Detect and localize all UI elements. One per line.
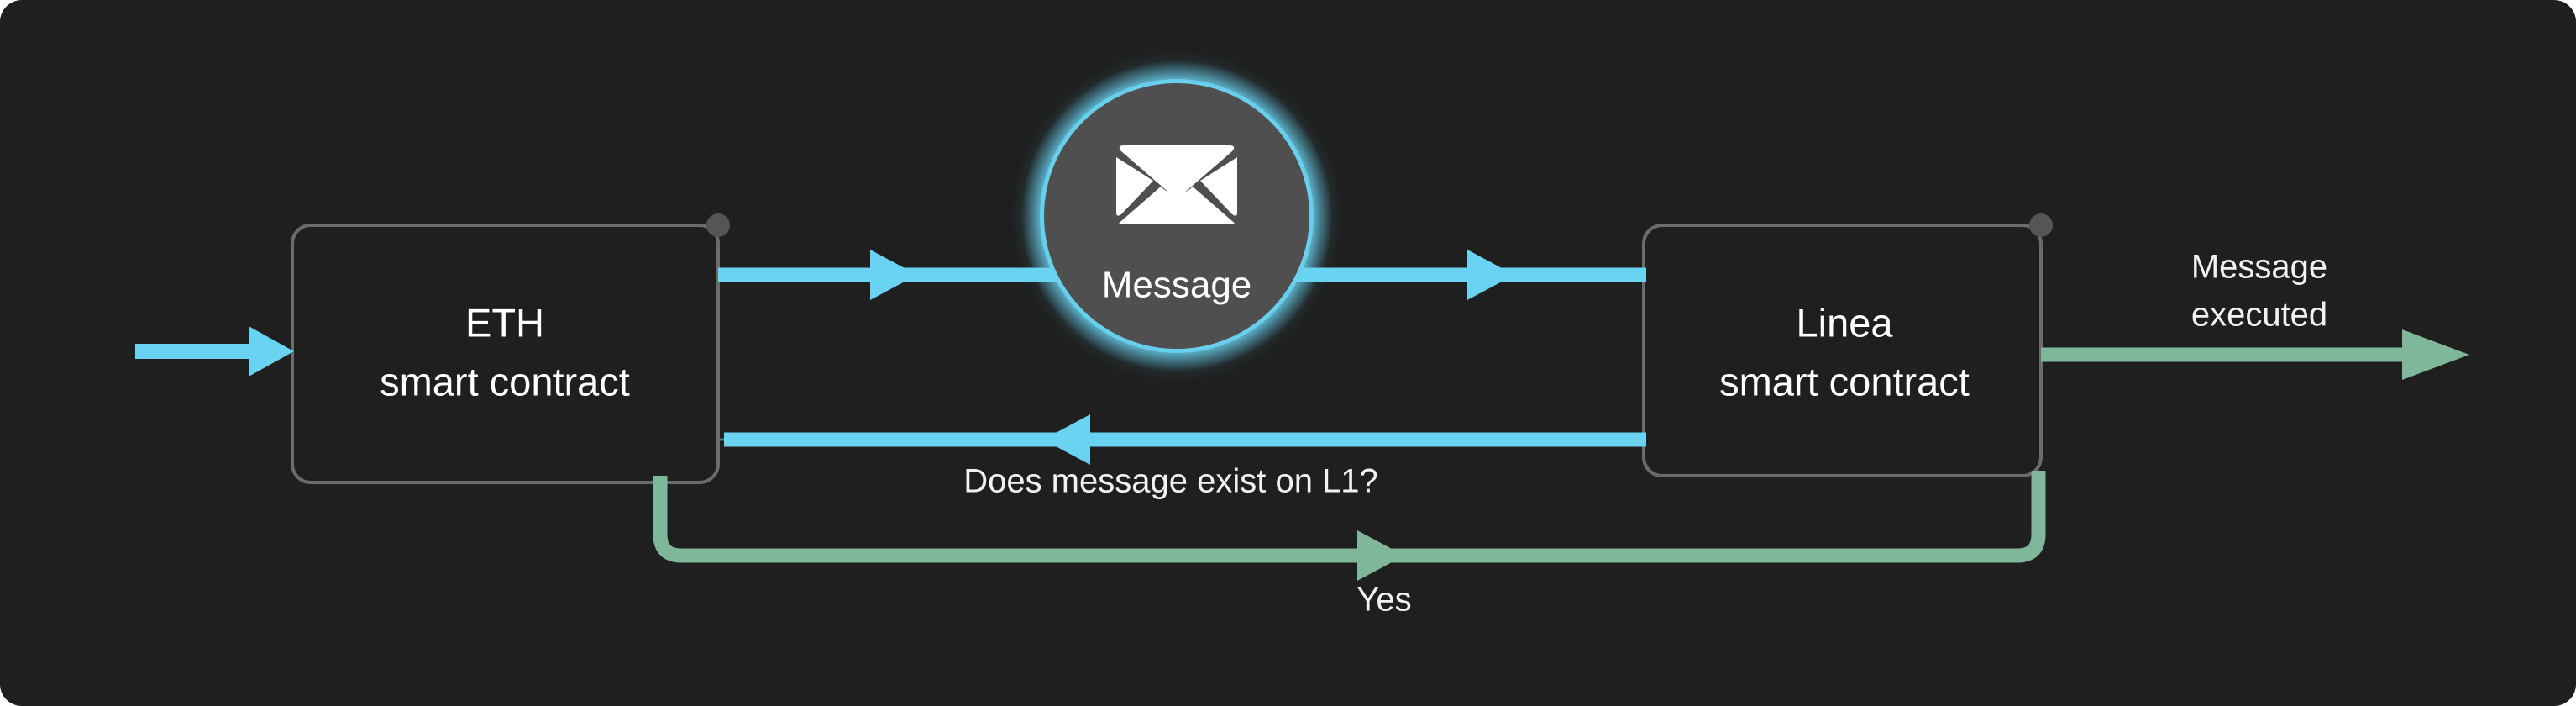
message-node-glow-ring bbox=[1040, 79, 1314, 353]
envelope-icon bbox=[1116, 145, 1237, 224]
linea-node-label-line1: Linea bbox=[1797, 300, 1894, 345]
edge-yes-loop[interactable]: Yes bbox=[653, 471, 2046, 619]
edge-linea-to-eth-query[interactable]: Does message exist on L1? bbox=[724, 414, 1646, 500]
edge-yes-loop-line bbox=[653, 471, 2046, 563]
edge-message-executed-label-line1: Message bbox=[2191, 249, 2327, 286]
edge-input-external[interactable] bbox=[135, 326, 294, 377]
edge-message-executed-label-line2: executed bbox=[2191, 297, 2327, 334]
eth-node-box[interactable] bbox=[291, 224, 720, 484]
eth-node-label-line1: ETH bbox=[465, 300, 544, 345]
linea-node-label-line2: smart contract bbox=[1719, 359, 1970, 403]
edge-message-to-linea-arrowhead bbox=[1467, 250, 1514, 300]
edge-query-arrowhead bbox=[1043, 414, 1090, 465]
eth-node-handle-dot[interactable] bbox=[706, 213, 730, 237]
linea-node-box[interactable] bbox=[1642, 224, 2043, 477]
message-node-label: Message bbox=[1102, 265, 1252, 306]
edge-eth-to-message-arrowhead bbox=[870, 250, 917, 300]
edge-input-arrowhead bbox=[249, 326, 294, 377]
eth-node-label-line2: smart contract bbox=[380, 359, 630, 403]
edge-yes-label: Yes bbox=[1356, 582, 1411, 619]
linea-node-handle-dot[interactable] bbox=[2029, 213, 2053, 237]
eth-node[interactable]: ETH smart contract bbox=[291, 213, 730, 484]
edge-message-executed[interactable]: Message executed bbox=[2041, 249, 2469, 380]
edge-query-label: Does message exist on L1? bbox=[963, 463, 1378, 500]
edge-message-executed-arrowhead bbox=[2402, 329, 2469, 380]
linea-node[interactable]: Linea smart contract bbox=[1642, 213, 2053, 477]
message-node[interactable]: Message bbox=[1021, 61, 1332, 371]
edge-yes-arrowhead bbox=[1357, 530, 1404, 581]
